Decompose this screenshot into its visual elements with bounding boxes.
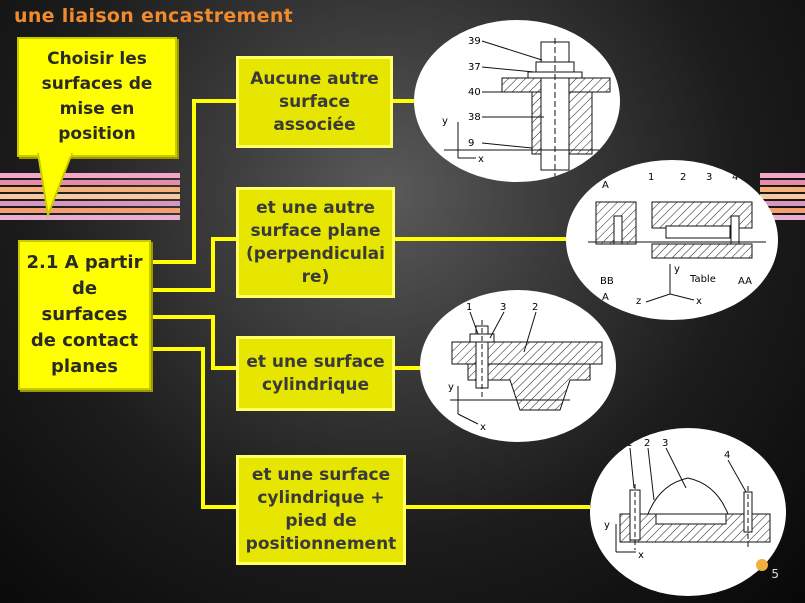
- drawing-1: 39 37 40 38 9 y x: [414, 20, 620, 182]
- d2-label-z: z: [636, 296, 641, 307]
- option-box-1: Aucune autre surface associée: [236, 56, 393, 148]
- d1-axis-x: x: [478, 154, 484, 165]
- drawing-3: 1 3 2 y x: [420, 290, 616, 442]
- d2-label-BB: BB: [600, 276, 614, 287]
- option-label-2: et une autre surface plane (perpendicula…: [246, 197, 385, 287]
- option-label-3: et une surface cylindrique: [246, 351, 385, 395]
- d1-label-5: 9: [468, 138, 474, 149]
- d2-label-x: x: [696, 296, 702, 307]
- option-box-2: et une autre surface plane (perpendicula…: [236, 187, 395, 298]
- connector-4: [152, 347, 238, 509]
- d3-axis-x: x: [480, 422, 486, 433]
- d1-axis-y: y: [442, 116, 448, 127]
- d2-label-4: 4: [732, 172, 738, 183]
- d2-label-3: 3: [706, 172, 712, 183]
- main-box: 2.1 A partir de surfaces de contact plan…: [18, 240, 151, 390]
- connector-1: [152, 99, 238, 264]
- connector-3: [152, 315, 238, 370]
- d2-label-1: 1: [648, 172, 654, 183]
- d4-label-4: 4: [724, 450, 730, 461]
- d4-label-3: 3: [662, 438, 668, 449]
- page-number: 5: [771, 567, 779, 581]
- d3-label-1: 1: [466, 302, 472, 313]
- d4-axis-y: y: [604, 520, 610, 531]
- d2-label-B-top: B: [752, 180, 759, 191]
- callout-pointer: [36, 153, 74, 219]
- callout-box: Choisir les surfaces de mise en position: [17, 37, 177, 157]
- d2-label-B-bottom: B: [742, 308, 749, 319]
- d2-label-A-bottom: A: [602, 292, 609, 303]
- d2-label-A-top: A: [602, 180, 609, 191]
- d1-label-3: 40: [468, 87, 481, 98]
- d3-axis-y: y: [448, 382, 454, 393]
- d2-label-2: 2: [680, 172, 686, 183]
- decorative-stripes-left: [0, 173, 180, 223]
- d3-label-3: 3: [500, 302, 506, 313]
- d4-label-1: 1: [626, 438, 632, 449]
- option-box-3: et une surface cylindrique: [236, 336, 395, 411]
- drawing-4: 1 2 3 4 y x: [590, 428, 786, 596]
- slide-title: une liaison encastrement: [14, 5, 294, 27]
- d4-label-2: 2: [644, 438, 650, 449]
- main-box-text: 2.1 A partir de surfaces de contact plan…: [26, 252, 143, 377]
- option-label-1: Aucune autre surface associée: [250, 68, 379, 135]
- drawing-2: A 1 2 3 4 B BB Table AA A z x B y: [566, 160, 778, 320]
- d1-label-1: 39: [468, 36, 481, 47]
- d1-label-2: 37: [468, 62, 481, 73]
- d4-axis-x: x: [638, 550, 644, 561]
- callout-text: Choisir les surfaces de mise en position: [41, 49, 153, 144]
- connector-2: [152, 237, 238, 292]
- d2-label-AA: AA: [738, 276, 752, 287]
- d2-label-table: Table: [689, 274, 716, 285]
- option-label-4: et une surface cylindrique + pied de pos…: [245, 465, 397, 554]
- d1-label-4: 38: [468, 112, 481, 123]
- option-box-4: et une surface cylindrique + pied de pos…: [236, 455, 406, 565]
- decorative-dot: [756, 559, 768, 571]
- decorative-stripes-right: [760, 173, 805, 223]
- d2-axis-y: y: [674, 264, 680, 275]
- d3-label-2: 2: [532, 302, 538, 313]
